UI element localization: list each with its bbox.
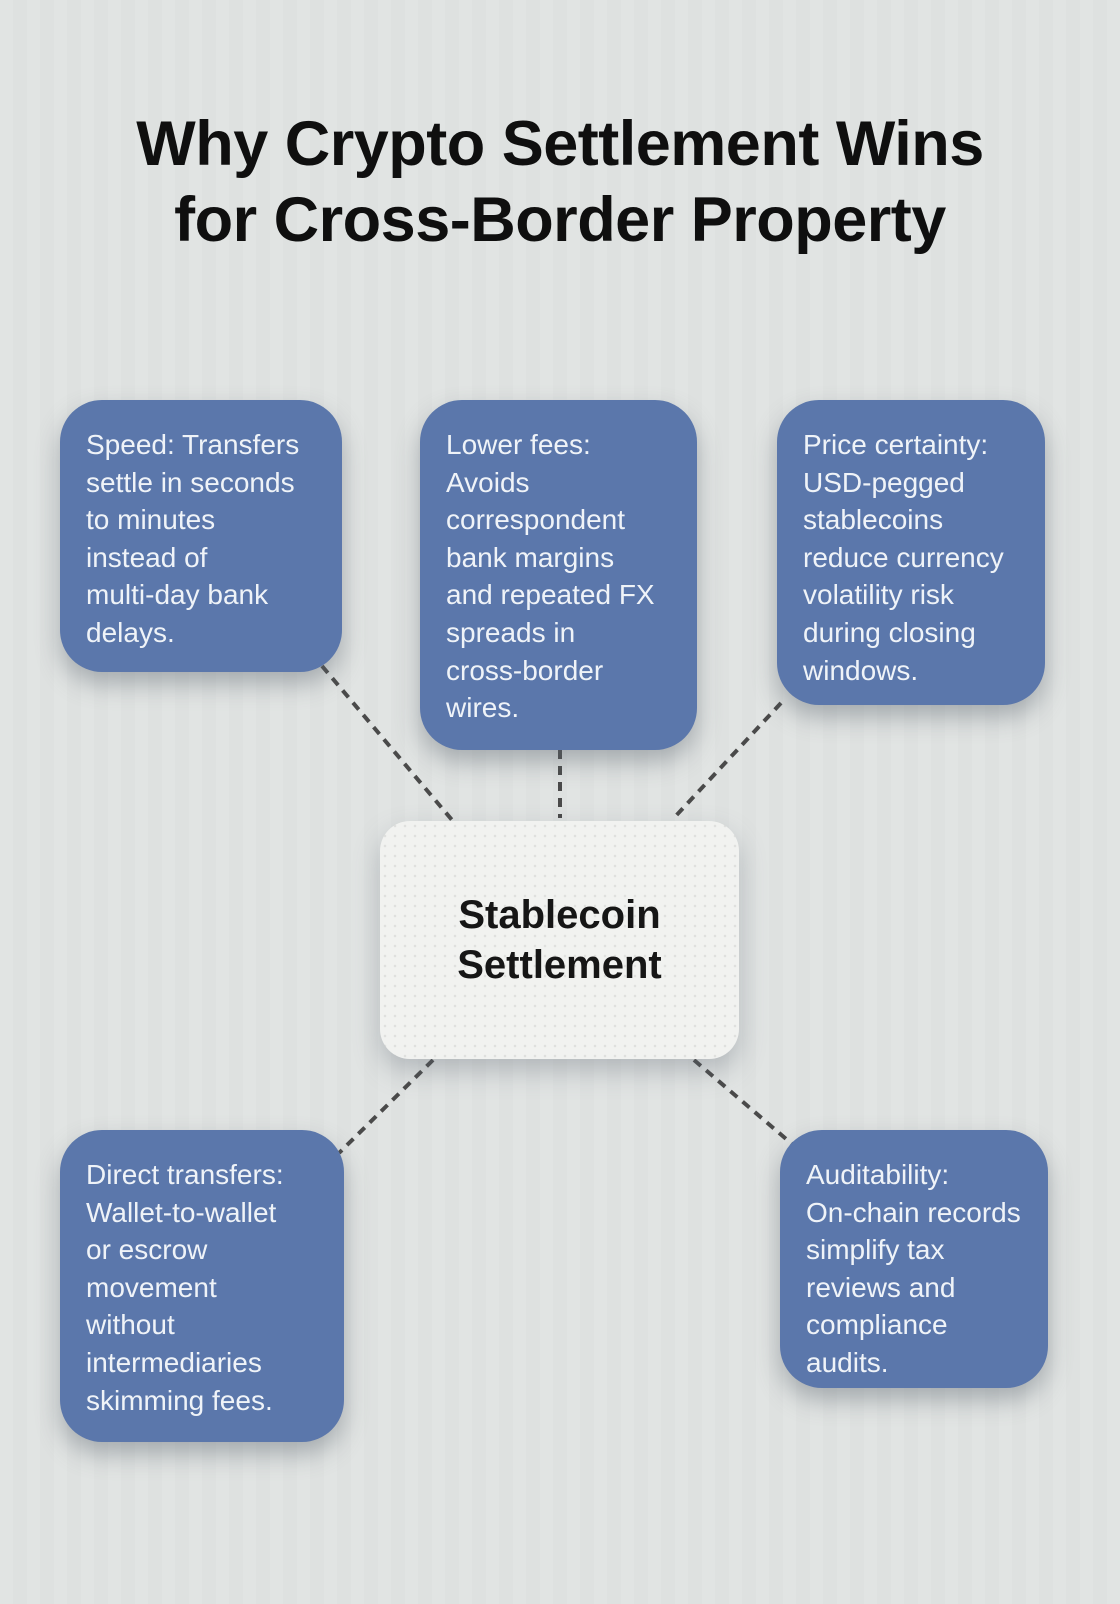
node-auditability-text: Auditability: On-chain records simplify … (806, 1159, 1021, 1378)
node-direct-transfers: Direct transfers: Wallet-to-wallet or es… (60, 1130, 344, 1442)
center-node-label: Stablecoin Settlement (457, 893, 662, 987)
node-lower-fees-text: Lower fees: Avoids correspondent bank ma… (446, 429, 655, 724)
connector-center-to-direct-transfers (337, 1058, 435, 1155)
node-stablecoin-settlement: Stablecoin Settlement (380, 821, 739, 1059)
node-price-certainty-text: Price certainty: USD-pegged stablecoins … (803, 429, 1004, 686)
node-speed: Speed: Transfers settle in seconds to mi… (60, 400, 342, 672)
node-speed-text: Speed: Transfers settle in seconds to mi… (86, 429, 300, 648)
page-title-line-2: for Cross-Border Property (174, 185, 946, 255)
page-title-line-1: Why Crypto Settlement Wins (136, 109, 984, 179)
node-auditability: Auditability: On-chain records simplify … (780, 1130, 1048, 1388)
node-price-certainty: Price certainty: USD-pegged stablecoins … (777, 400, 1045, 705)
node-direct-transfers-text: Direct transfers: Wallet-to-wallet or es… (86, 1159, 284, 1416)
page-title: Why Crypto Settlement Wins for Cross-Bor… (0, 106, 1120, 258)
node-lower-fees: Lower fees: Avoids correspondent bank ma… (420, 400, 697, 750)
connector-center-to-auditability (692, 1058, 794, 1146)
